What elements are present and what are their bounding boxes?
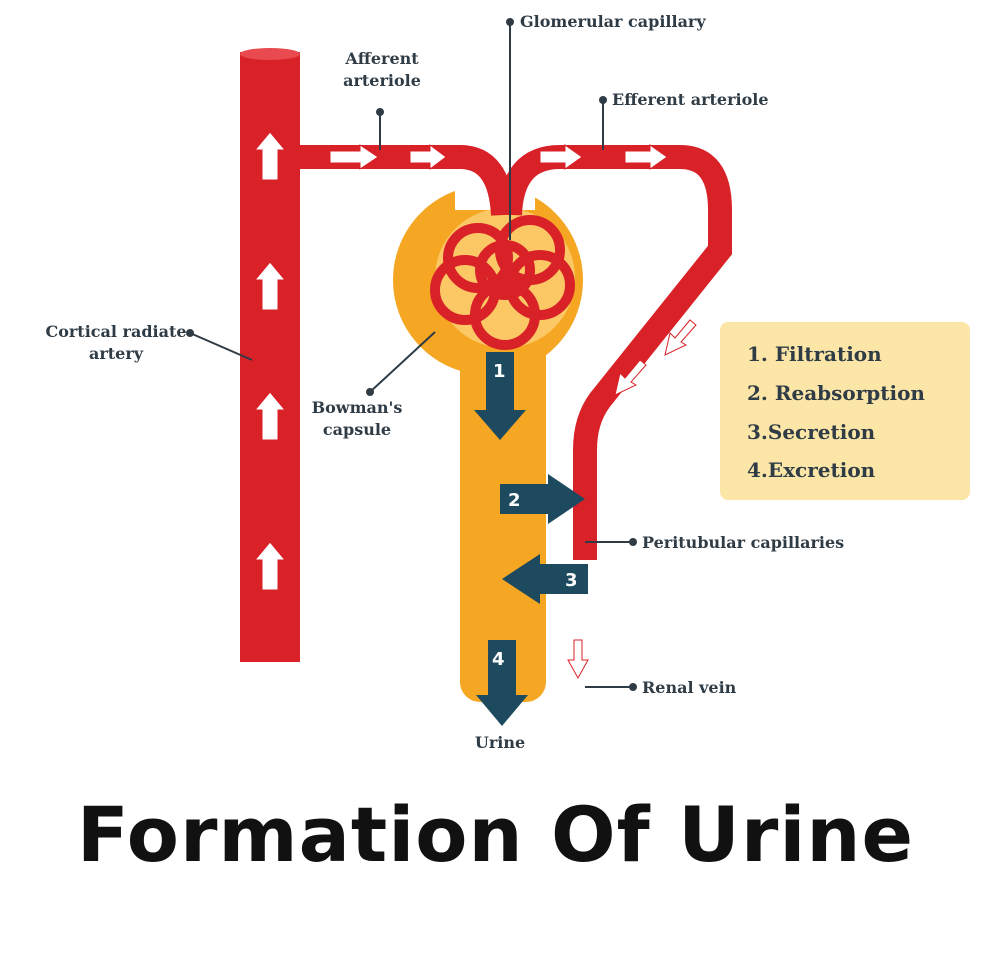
label-afferent-1: Afferent [344,49,419,68]
label-cortical-2: artery [89,344,144,363]
step-number-3: 3 [565,570,578,591]
label-urine: Urine [475,733,525,752]
page-title: Formation Of Urine [76,790,915,879]
arrow-excretion [476,640,528,726]
step-3: 3.Secretion [747,420,876,444]
label-efferent-arteriole: Efferent arteriole [612,90,769,109]
step-1: 1. Filtration [747,342,882,366]
label-cortical-1: Cortical radiate [45,322,186,341]
flow-arrows [253,131,697,680]
steps-box: 1. Filtration 2. Reabsorption 3.Secretio… [720,322,970,500]
glomerular-capillary [430,215,575,350]
leader-lines [186,18,637,691]
step-2: 2. Reabsorption [747,381,925,405]
step-number-1: 1 [493,361,506,382]
label-peritubular: Peritubular capillaries [642,533,844,552]
arrow-filtration [474,352,526,440]
label-afferent-2: arteriole [343,71,421,90]
efferent-arteriole [498,145,732,560]
step-4: 4.Excretion [747,458,876,482]
label-renal-vein: Renal vein [642,678,737,697]
step-number-2: 2 [508,490,521,511]
label-bowman-2: capsule [323,420,391,439]
arrow-reabsorption [500,474,585,524]
label-bowman-1: Bowman's [312,398,403,417]
arrow-secretion [502,554,588,604]
label-glomerular-capillary: Glomerular capillary [520,12,706,31]
process-arrows [474,352,588,726]
step-number-4: 4 [492,649,505,670]
